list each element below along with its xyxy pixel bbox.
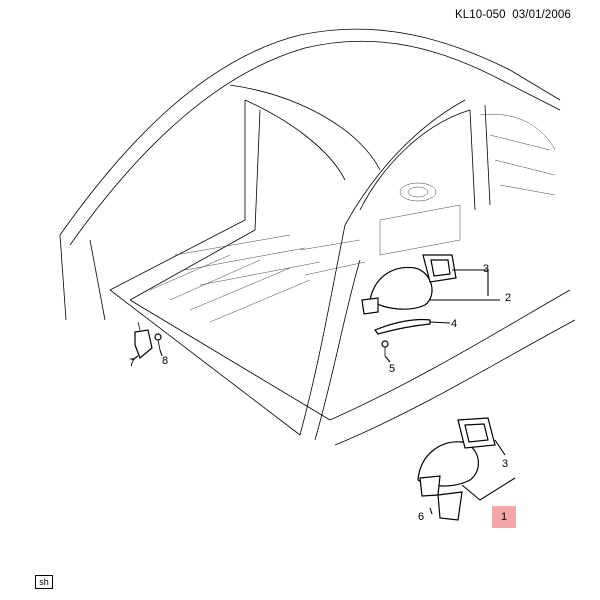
- callout-4[interactable]: 4: [450, 318, 458, 330]
- drawing-header: KL10-050 03/01/2006: [455, 9, 571, 21]
- callout-1[interactable]: 1: [500, 511, 508, 523]
- callout-5[interactable]: 5: [388, 363, 396, 375]
- sheet-label: sh: [35, 575, 53, 589]
- callout-1-highlight: [492, 506, 516, 528]
- small-parts: [134, 321, 162, 359]
- callout-6[interactable]: 6: [417, 511, 425, 523]
- callout-7[interactable]: 7: [128, 357, 136, 369]
- leader-lines: [131, 269, 516, 515]
- right-mirror-assembly: [417, 417, 496, 521]
- callout-2[interactable]: 2: [504, 292, 512, 304]
- callout-3-upper[interactable]: 3: [482, 263, 490, 275]
- drawing-code: KL10-050: [455, 9, 506, 21]
- callout-8[interactable]: 8: [161, 355, 169, 367]
- left-mirror-assembly: [361, 254, 457, 356]
- drawing-date: 03/01/2006: [512, 9, 571, 21]
- callout-3-lower[interactable]: 3: [501, 458, 509, 470]
- body-structure: [59, 28, 576, 446]
